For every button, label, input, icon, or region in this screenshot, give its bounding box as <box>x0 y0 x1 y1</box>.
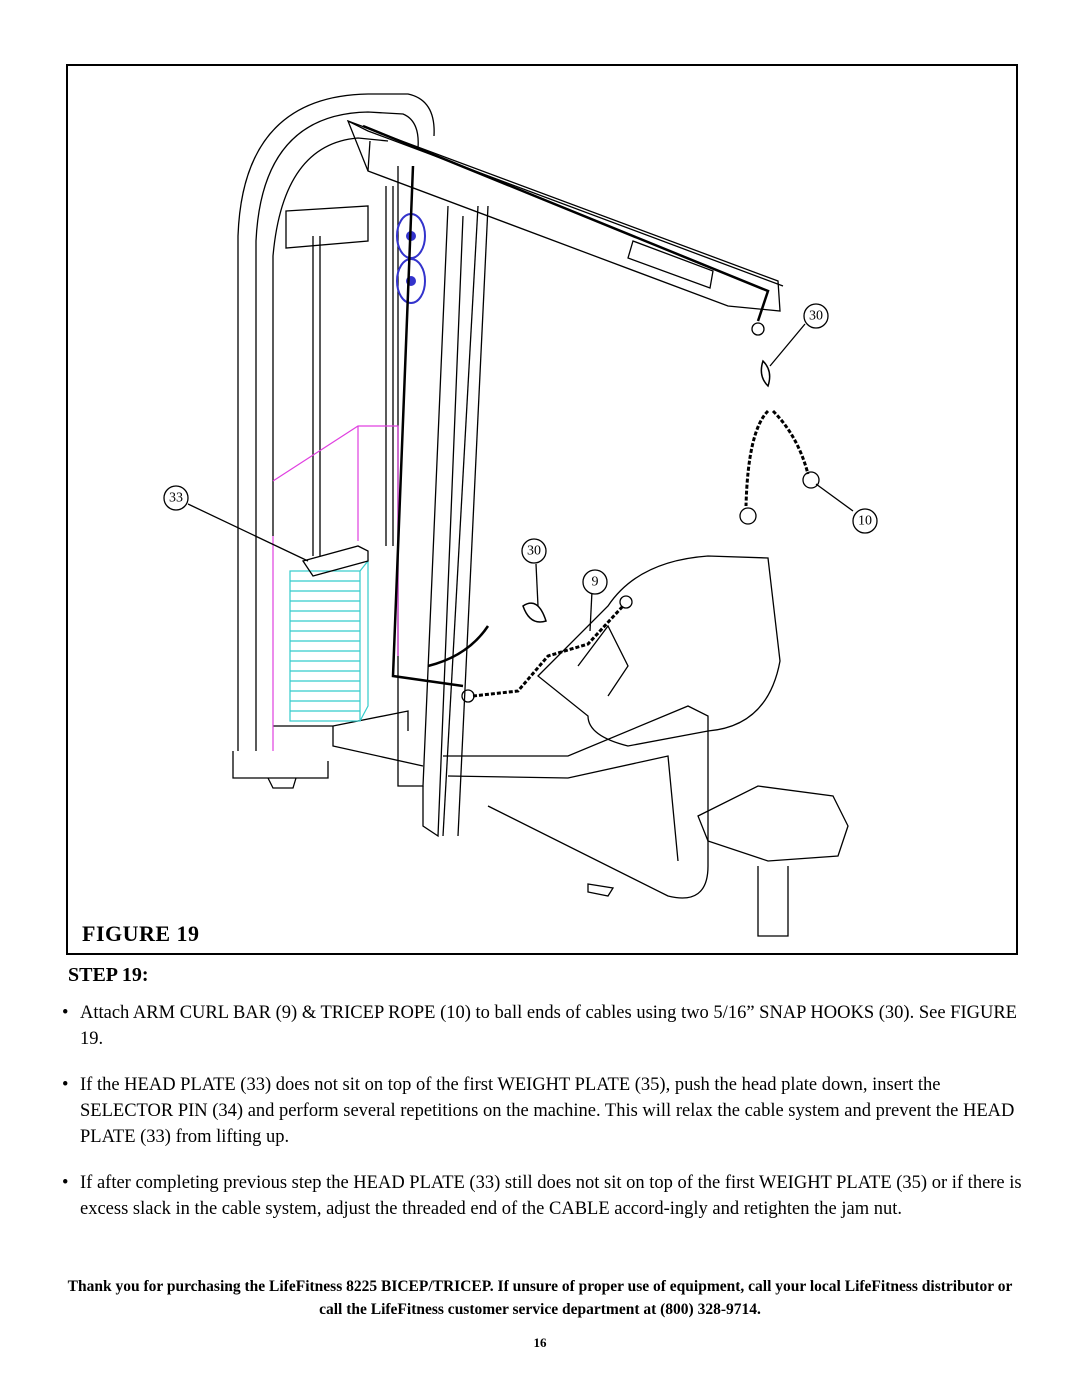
callout-30-top: 30 <box>809 309 823 324</box>
machine-drawing: 33 30 10 30 9 <box>163 93 878 937</box>
boom-arm <box>346 119 781 312</box>
cable-boom <box>362 124 770 322</box>
tricep-rope <box>739 409 820 525</box>
top-bracket <box>285 205 369 249</box>
bullet-dot: • <box>62 1003 69 1023</box>
arm-curl-bar <box>461 595 633 703</box>
shroud-outline <box>272 425 399 751</box>
seat-support-frame <box>443 705 709 899</box>
step-heading: STEP 19: <box>68 964 149 986</box>
instruction-text: If after completing previous step the HE… <box>80 1173 1022 1219</box>
instruction-text: Attach ARM CURL BAR (9) & TRICEP ROPE (1… <box>80 1003 1017 1049</box>
instruction-text: If the HEAD PLATE (33) does not sit on t… <box>80 1075 1015 1147</box>
cable-main <box>391 165 464 688</box>
upright-column <box>397 166 449 787</box>
figure-caption: FIGURE 19 <box>82 921 200 946</box>
snap-hook-lower <box>522 602 547 623</box>
instruction-item: • If the HEAD PLATE (33) does not sit on… <box>62 1072 1022 1150</box>
instruction-item: • Attach ARM CURL BAR (9) & TRICEP ROPE … <box>62 1000 1022 1052</box>
main-frame <box>237 93 435 751</box>
thank-you-note: Thank you for purchasing the LifeFitness… <box>67 1278 1013 1318</box>
callout-9: 9 <box>592 575 599 590</box>
snap-hook-top <box>760 359 771 388</box>
pulley-lower <box>396 258 426 304</box>
instruction-list: • Attach ARM CURL BAR (9) & TRICEP ROPE … <box>62 1000 1022 1242</box>
bullet-dot: • <box>62 1075 69 1095</box>
lower-seat <box>697 785 849 862</box>
callout-33: 33 <box>169 491 183 506</box>
page-number: 16 <box>533 1335 547 1350</box>
figure-frame: 33 30 10 30 9 FIGURE 19 <box>66 64 1018 955</box>
head-plate <box>301 545 369 577</box>
callout-30-lower: 30 <box>527 544 541 559</box>
bullet-dot: • <box>62 1173 69 1193</box>
callout-10: 10 <box>858 514 872 529</box>
instruction-item: • If after completing previous step the … <box>62 1170 1022 1222</box>
seat-pad <box>537 555 781 747</box>
weight-stack <box>289 559 369 722</box>
